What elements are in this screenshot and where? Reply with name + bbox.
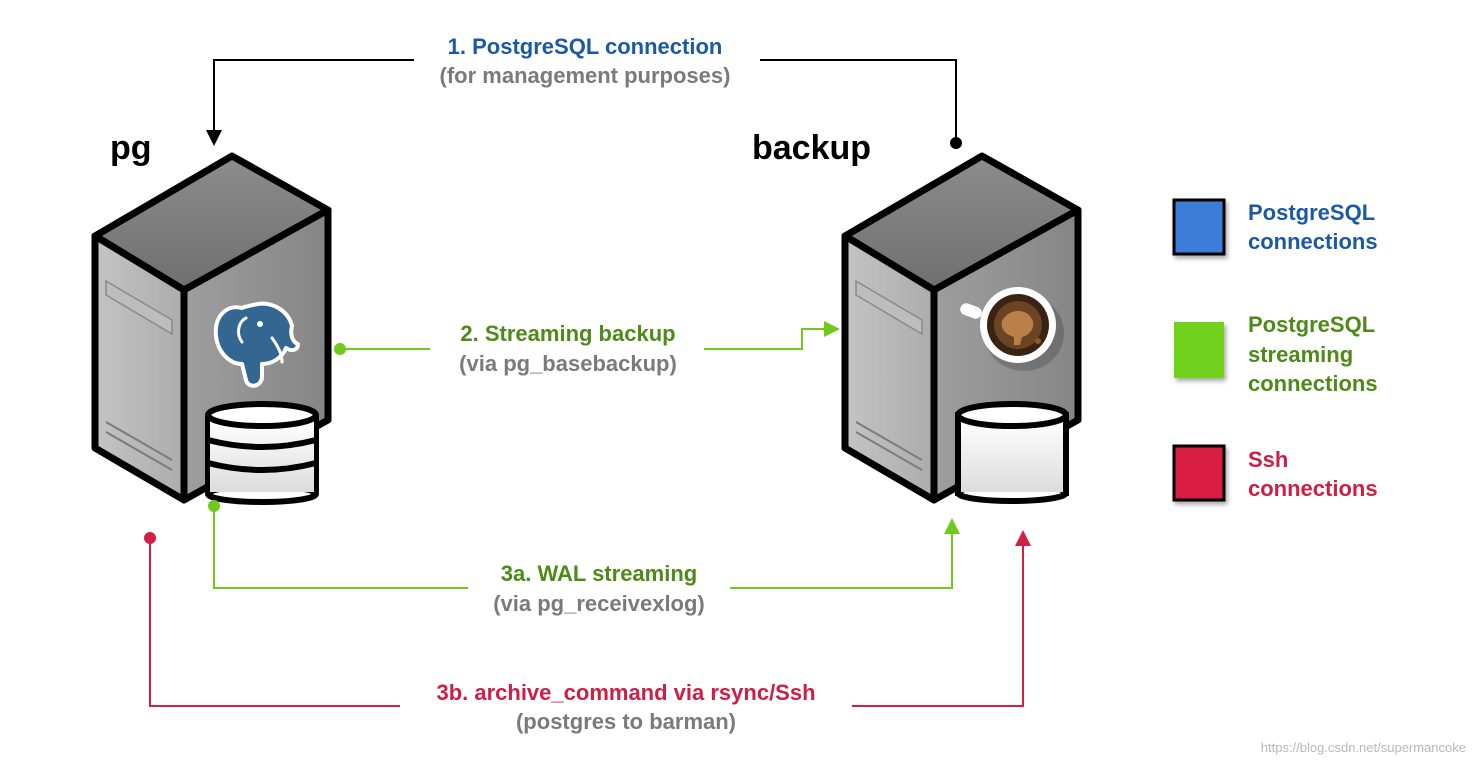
connection-start-dot — [334, 343, 346, 355]
pg-server-slot — [105, 431, 173, 471]
postgresql-elephant-icon — [213, 301, 300, 388]
legend: PostgreSQL connections PostgreSQL stream… — [1172, 198, 1378, 502]
connection-3a-subtitle: (via pg_receivexlog) — [493, 591, 705, 616]
backup-server-vent — [855, 279, 923, 336]
pg-server-vent — [105, 279, 173, 336]
legend-item-ssh: Ssh connections — [1172, 444, 1378, 502]
legend-label-line: Ssh — [1248, 447, 1288, 472]
backup-server-label: backup — [752, 129, 871, 167]
backup-storage-disk-icon — [955, 401, 1069, 504]
connection-start-dot — [144, 532, 156, 544]
legend-swatch — [1172, 198, 1226, 256]
arrowhead-icon — [1015, 530, 1031, 546]
legend-item-postgresql: PostgreSQL connections — [1172, 198, 1378, 256]
connection-start-dot — [950, 137, 962, 149]
legend-label-line: connections — [1248, 476, 1378, 501]
legend-label-line: PostgreSQL — [1248, 312, 1375, 337]
connection-2-title: 2. Streaming backup — [460, 321, 675, 346]
arrowhead-icon — [824, 321, 840, 337]
connection-3b-subtitle: (postgres to barman) — [516, 709, 736, 734]
connection-1-title: 1. PostgreSQL connection — [448, 34, 723, 59]
pg-server-slot — [105, 421, 173, 461]
legend-label-line: PostgreSQL — [1248, 200, 1375, 225]
arrowhead-icon — [206, 130, 222, 146]
connection-streaming-backup: 2. Streaming backup (via pg_basebackup) — [334, 321, 840, 376]
legend-swatch — [1172, 444, 1226, 502]
connection-postgresql-management: 1. PostgreSQL connection (for management… — [206, 34, 962, 149]
connection-2-subtitle: (via pg_basebackup) — [459, 351, 677, 376]
pg-server — [91, 152, 332, 505]
arrowhead-icon — [944, 518, 960, 534]
backup-server-slot — [855, 421, 923, 461]
pg-server-label: pg — [110, 129, 152, 167]
legend-swatch — [1174, 322, 1224, 378]
barman-coffee-cup-icon — [960, 287, 1064, 371]
connection-3a-title: 3a. WAL streaming — [501, 561, 697, 586]
legend-label-line: streaming — [1248, 342, 1353, 367]
backup-server — [841, 152, 1082, 504]
connection-wal-streaming: 3a. WAL streaming (via pg_receivexlog) — [208, 500, 960, 616]
connection-archive-command-ssh: 3b. archive_command via rsync/Ssh (postg… — [144, 530, 1031, 734]
legend-label-line: connections — [1248, 229, 1378, 254]
backup-server-slot — [855, 431, 923, 471]
connection-start-dot — [208, 500, 220, 512]
connection-3b-title: 3b. archive_command via rsync/Ssh — [436, 680, 815, 705]
legend-item-streaming: PostgreSQL streaming connections — [1174, 312, 1378, 396]
watermark-text: https://blog.csdn.net/supermancoke — [1261, 740, 1466, 755]
pg-database-stack-icon — [205, 401, 319, 505]
connection-1-subtitle: (for management purposes) — [440, 63, 731, 88]
legend-label-line: connections — [1248, 371, 1378, 396]
